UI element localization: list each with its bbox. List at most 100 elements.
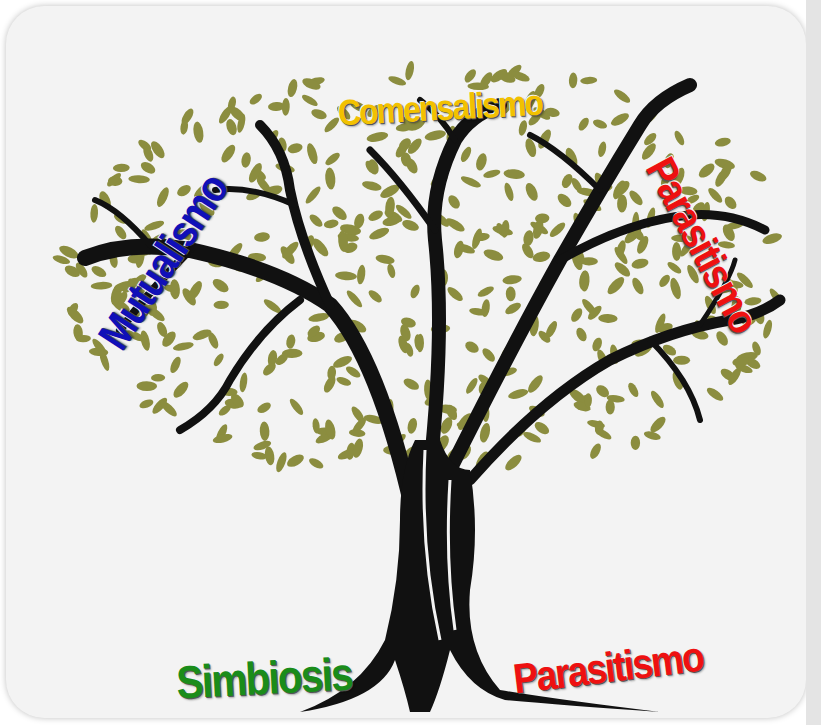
leaf [259, 421, 270, 441]
leaf [113, 163, 130, 172]
leaf [356, 264, 366, 284]
leaf [591, 336, 604, 352]
leaf [507, 387, 529, 401]
leaf [482, 168, 501, 179]
leaf [330, 204, 349, 223]
leaf [706, 186, 724, 205]
leaf [191, 327, 213, 342]
leaf [274, 451, 289, 473]
leaf [648, 414, 668, 434]
leaf [63, 263, 82, 279]
leaf [404, 156, 420, 175]
leaf [172, 341, 194, 353]
leaf [384, 196, 396, 218]
leaf [517, 119, 528, 136]
leaf [287, 142, 304, 155]
leaf [219, 142, 238, 164]
leaf [192, 121, 205, 144]
leaf [503, 300, 522, 316]
leaf [500, 220, 510, 239]
leaf [522, 430, 543, 445]
leaf [327, 365, 337, 380]
leaf [90, 264, 108, 280]
leaf [609, 111, 631, 129]
leaf [324, 167, 336, 190]
leaf [592, 118, 609, 131]
leaf [750, 340, 762, 356]
leaf [722, 194, 738, 211]
leaf [631, 257, 650, 270]
leaf [673, 129, 687, 146]
leaf [456, 242, 477, 256]
leaf [606, 399, 615, 414]
leaf [151, 374, 165, 382]
leaf [532, 250, 551, 263]
leaf [248, 92, 264, 107]
leaf [254, 231, 271, 242]
leaf [212, 352, 226, 368]
leaf [251, 451, 268, 461]
leaf [312, 418, 321, 434]
leaf [459, 145, 474, 163]
leaf [568, 72, 577, 88]
leaf [335, 375, 352, 387]
leaf [285, 334, 296, 350]
leaf [612, 245, 629, 266]
leaf [475, 232, 490, 242]
leaf [520, 242, 536, 261]
leaf [649, 389, 667, 410]
leaf [531, 218, 545, 240]
leaf [210, 276, 230, 295]
leaf [261, 361, 278, 378]
leaf [584, 393, 592, 408]
trunk-highlight [424, 450, 440, 640]
leaf [282, 98, 290, 116]
leaf [474, 152, 488, 172]
leaf [307, 212, 324, 229]
leaf [274, 351, 290, 367]
leaf [403, 342, 415, 358]
leaf [627, 188, 645, 207]
leaf [617, 194, 628, 212]
leaf [523, 181, 540, 202]
leaf [323, 151, 341, 168]
leaf [580, 257, 598, 266]
leaf [285, 452, 306, 469]
leaf [696, 161, 717, 180]
leaf [409, 283, 422, 299]
leaf [239, 372, 249, 393]
leaf [464, 376, 480, 395]
leaf [155, 321, 169, 339]
leaf [394, 203, 414, 221]
leaf [345, 289, 365, 310]
leaf [90, 204, 99, 223]
leaf [64, 304, 86, 326]
leaf [286, 78, 299, 98]
leaf [303, 184, 322, 205]
leaf [128, 175, 150, 184]
leaf [335, 271, 358, 281]
leaf [548, 220, 568, 239]
leaf [367, 208, 385, 223]
leaf [323, 418, 337, 440]
leaf [397, 136, 414, 153]
leaf [387, 74, 407, 87]
leaf [506, 286, 516, 301]
leaf [280, 239, 301, 260]
leaf [171, 379, 191, 400]
leaf [732, 356, 750, 367]
leaf [168, 355, 183, 374]
leaf [462, 67, 478, 84]
side-strip [806, 0, 821, 725]
leaf [525, 373, 545, 395]
leaf [560, 172, 575, 190]
leaf [626, 381, 640, 399]
leaf [301, 76, 323, 92]
leaf [76, 335, 91, 343]
leaf [139, 159, 158, 176]
leaf [580, 270, 590, 292]
leaf [714, 136, 732, 148]
leaf [748, 169, 767, 184]
leaf [240, 152, 252, 169]
